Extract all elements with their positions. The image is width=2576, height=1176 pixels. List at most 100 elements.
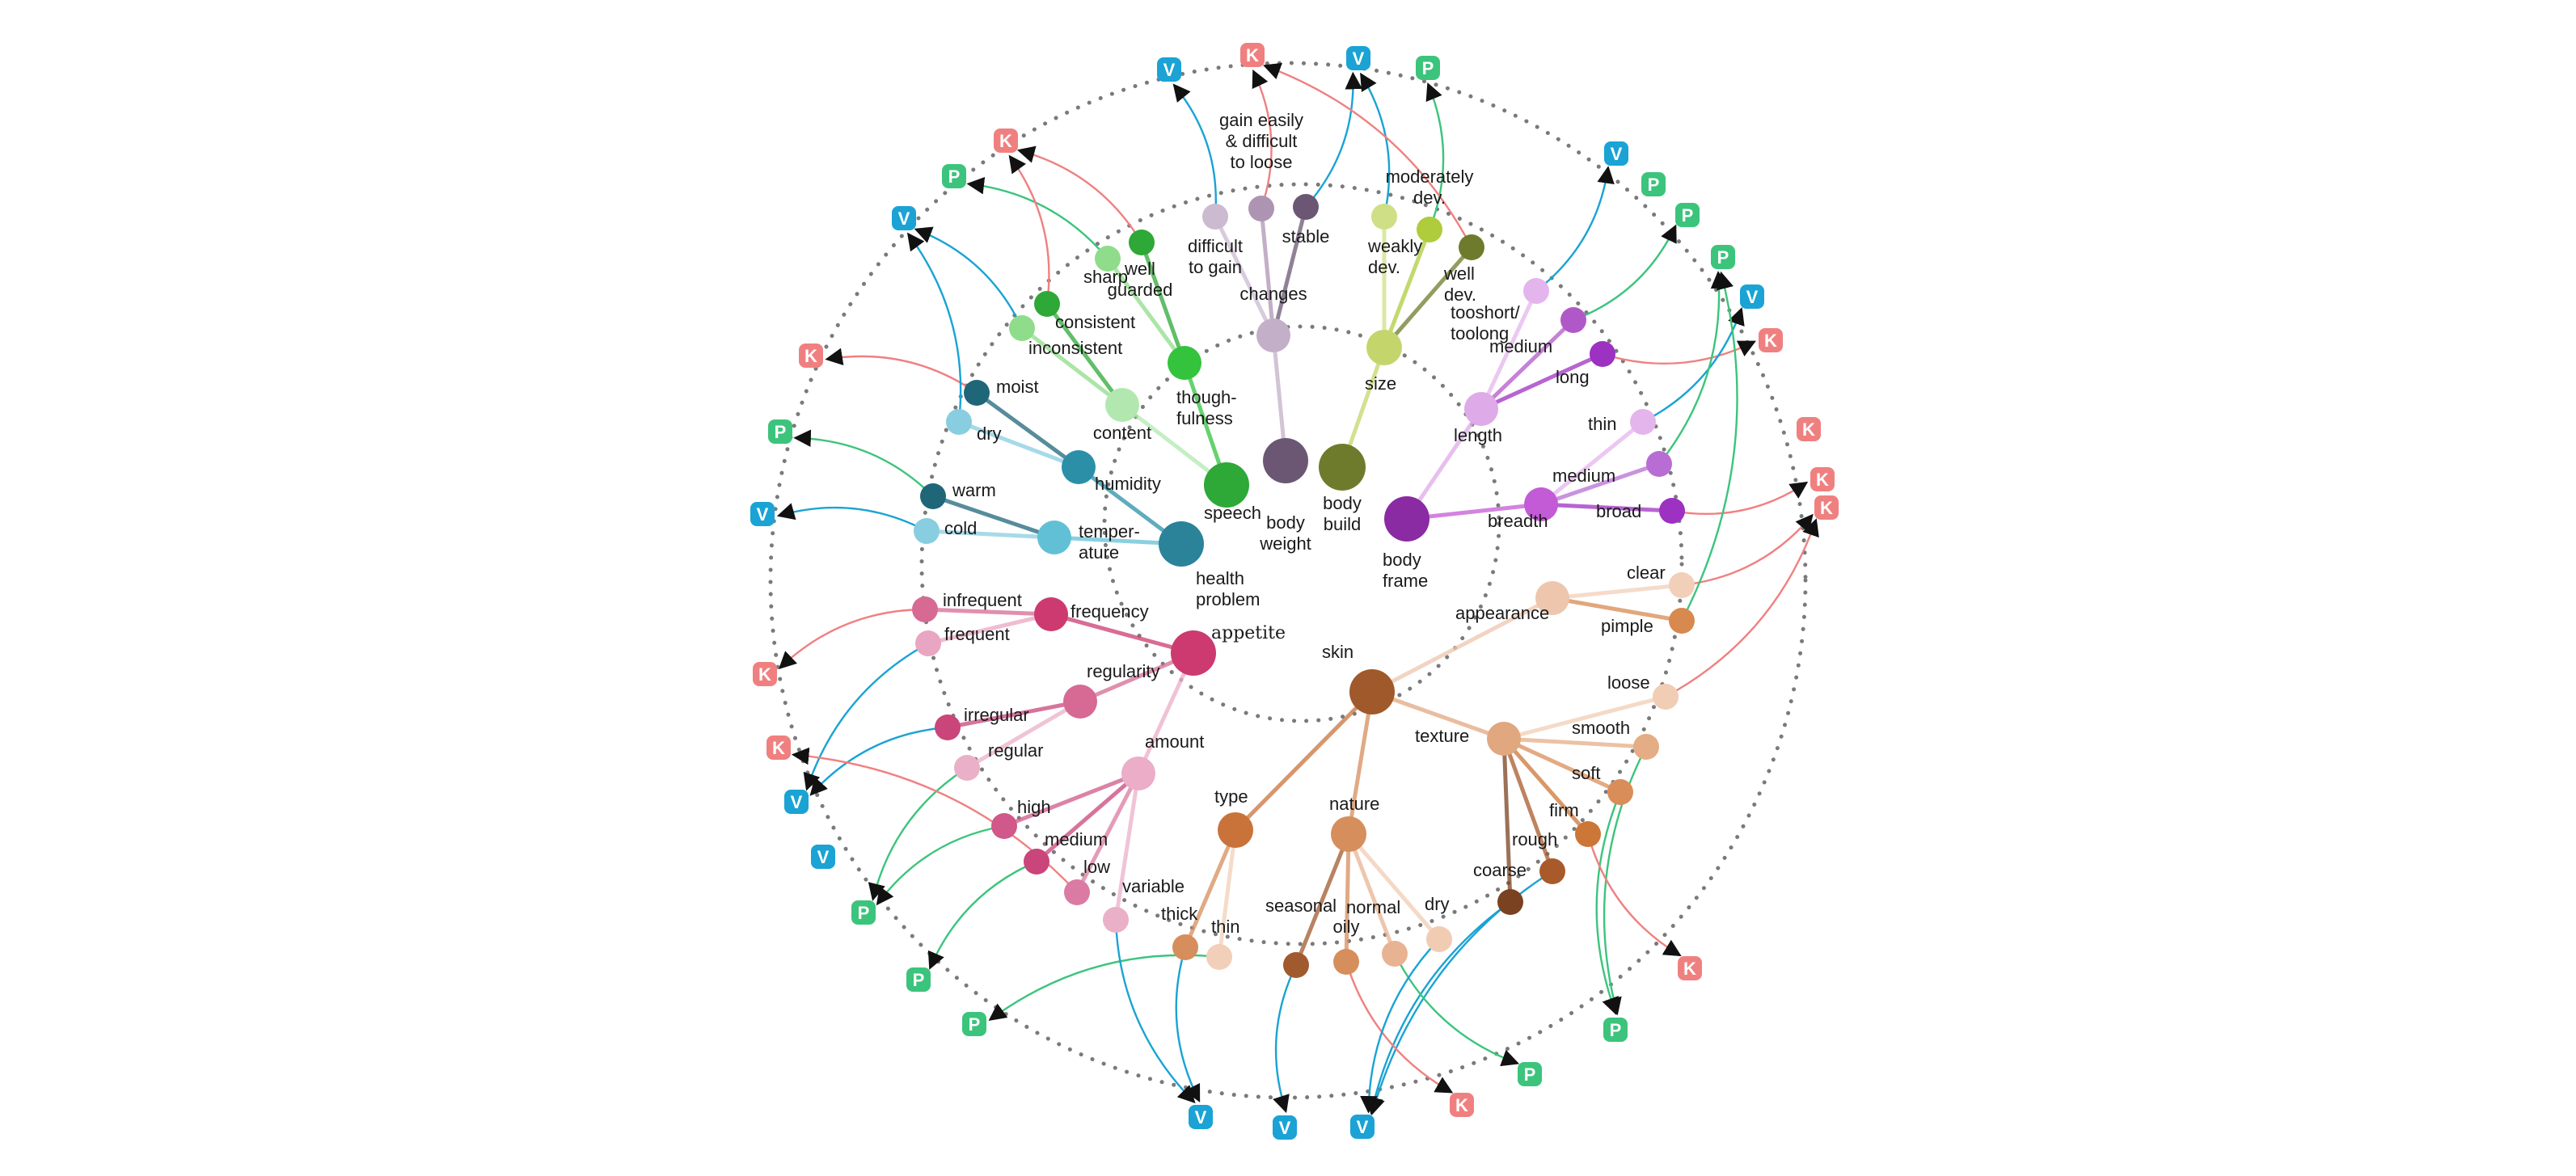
node-circle[interactable] [946,409,972,435]
node-circle[interactable] [1384,496,1429,542]
node-circle[interactable] [1630,409,1656,435]
node-circle[interactable] [1062,450,1096,484]
node-circle[interactable] [1560,307,1586,333]
node-circle[interactable] [1535,581,1569,615]
node-circle[interactable] [1523,278,1549,304]
node-breadth[interactable]: breadth [1488,487,1558,531]
node-circle[interactable] [954,755,980,781]
node-low[interactable]: low [1064,857,1110,905]
node-circle[interactable] [1064,879,1090,905]
node-medium_am[interactable]: medium [1024,829,1108,875]
node-circle[interactable] [1669,608,1695,634]
node-medium_len[interactable]: medium [1489,307,1586,356]
node-circle[interactable] [1218,812,1253,848]
node-circle[interactable] [914,518,940,544]
node-type[interactable]: type [1214,786,1253,848]
node-circle[interactable] [1497,889,1523,915]
node-circle[interactable] [1333,949,1359,975]
node-soft[interactable]: soft [1572,763,1633,805]
node-circle[interactable] [1371,204,1397,230]
node-circle[interactable] [1168,346,1201,380]
node-circle[interactable] [1095,246,1121,272]
node-regular[interactable]: regular [954,740,1043,781]
node-frequent[interactable]: frequent [915,624,1010,656]
node-circle[interactable] [1105,388,1139,422]
node-circle[interactable] [1009,315,1035,341]
node-frequency[interactable]: frequency [1034,597,1149,631]
node-long[interactable]: long [1556,341,1615,387]
node-thin_fr[interactable]: thin [1588,409,1656,435]
node-circle[interactable] [1256,318,1290,352]
node-content[interactable]: content [1093,388,1151,443]
node-circle[interactable] [1331,816,1366,852]
node-circle[interactable] [1366,330,1402,365]
node-circle[interactable] [915,630,941,656]
node-seasonal[interactable]: seasonal [1265,896,1337,978]
node-thin_sk[interactable]: thin [1206,917,1239,970]
node-rough[interactable]: rough [1512,829,1565,884]
node-circle[interactable] [1426,926,1452,952]
node-circle[interactable] [1034,291,1060,317]
node-circle[interactable] [1653,684,1679,710]
node-circle[interactable] [1646,451,1672,477]
node-infrequent[interactable]: infrequent [912,590,1022,622]
node-moist[interactable]: moist [964,377,1039,406]
node-circle[interactable] [1172,934,1198,960]
node-circle[interactable] [1382,941,1408,967]
node-circle[interactable] [1487,722,1521,756]
node-size[interactable]: size [1365,330,1402,394]
node-texture[interactable]: texture [1415,722,1521,756]
node-circle[interactable] [1464,392,1498,426]
node-warm[interactable]: warm [920,480,996,509]
node-circle[interactable] [1063,685,1097,719]
node-smooth[interactable]: smooth [1572,718,1659,760]
node-pimple[interactable]: pimple [1601,608,1695,636]
node-nature[interactable]: nature [1329,794,1379,852]
node-circle[interactable] [1204,462,1249,508]
node-normal[interactable]: normal [1346,897,1408,967]
node-circle[interactable] [1659,498,1685,524]
node-circle[interactable] [964,380,990,406]
node-circle[interactable] [935,714,961,740]
node-tooshort[interactable]: tooshort/toolong [1451,278,1549,344]
node-circle[interactable] [991,813,1017,839]
node-circle[interactable] [1103,907,1129,933]
node-coarse[interactable]: coarse [1473,860,1527,915]
node-circle[interactable] [1129,230,1155,255]
node-thick[interactable]: thick [1161,904,1198,960]
node-humidity[interactable]: humidity [1062,450,1161,494]
node-cold[interactable]: cold [914,518,977,544]
node-irregular[interactable]: irregular [935,705,1029,740]
node-oily[interactable]: oily [1332,917,1360,975]
node-circle[interactable] [1293,194,1319,220]
node-circle[interactable] [912,596,938,622]
node-speech[interactable]: speech [1204,462,1261,523]
node-thoughfulness[interactable]: though-fulness [1168,346,1237,428]
node-temperature[interactable]: temper-ature [1037,521,1140,563]
node-consistent[interactable]: consistent [1034,291,1135,332]
node-firm[interactable]: firm [1549,800,1601,847]
node-circle[interactable] [1202,204,1228,230]
node-regularity[interactable]: regularity [1063,661,1159,719]
node-circle[interactable] [1263,438,1308,483]
node-stable[interactable]: stable [1282,194,1330,247]
node-broad[interactable]: broad [1596,498,1685,524]
node-circle[interactable] [1349,669,1395,714]
node-medium_br[interactable]: medium [1552,451,1672,486]
node-inconsistent[interactable]: inconsistent [1009,315,1122,358]
node-skin[interactable]: skin [1322,642,1395,714]
node-circle[interactable] [920,483,946,509]
node-circle[interactable] [1607,779,1633,805]
node-circle[interactable] [1319,444,1366,491]
node-changes[interactable]: changes [1239,284,1307,352]
node-circle[interactable] [1037,521,1071,554]
node-circle[interactable] [1171,630,1216,676]
node-high[interactable]: high [991,797,1051,839]
